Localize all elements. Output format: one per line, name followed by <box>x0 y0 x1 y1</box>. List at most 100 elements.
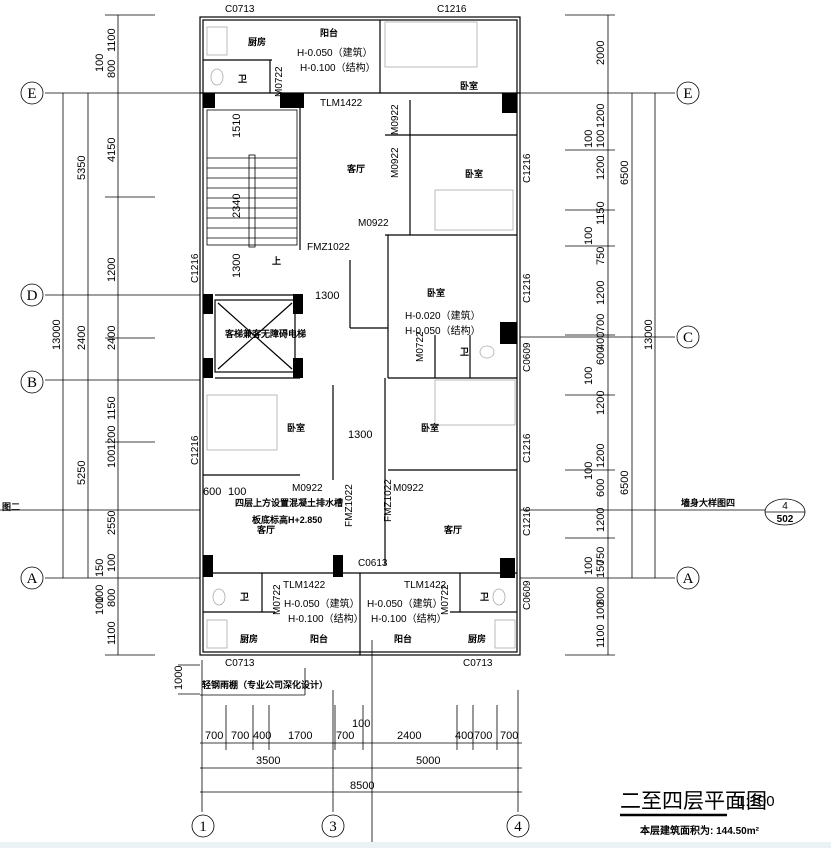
label-rooms-slab: 板底标高H+2.850 <box>252 514 322 525</box>
label-detail-ref-left-cut: 图二 <box>2 502 20 512</box>
rect-mark <box>206 109 298 246</box>
label-axes-c: C <box>683 330 693 346</box>
label-axes-e: E <box>683 86 692 102</box>
label-openings-c0713: C0713 <box>463 658 493 669</box>
circle-mark <box>20 283 44 307</box>
label-dims-right-mid-1: 6500 <box>619 471 631 495</box>
label-dims-left-mid-0: 5350 <box>76 156 88 180</box>
rect-mark <box>494 619 516 649</box>
rect-mark <box>248 154 256 248</box>
rect-mark <box>293 358 303 378</box>
label-rooms-living: 客厅 <box>256 524 275 535</box>
label-levels-h020-arch: H-0.020（建筑） <box>405 309 481 322</box>
label-axes-n1: 1 <box>199 819 207 835</box>
label-dims-left-inner-4: 1200 <box>106 258 118 282</box>
label-dims-right-inner-11: 600 <box>595 347 607 365</box>
label-detail-ref-label: 墙身大样图四 <box>681 497 735 508</box>
structural-columns <box>203 93 517 578</box>
label-openings-c1216: C1216 <box>522 506 533 536</box>
rect-mark <box>214 299 296 373</box>
label-dims-bottom-detail-1: 700 <box>231 730 249 742</box>
label-dims-left-inner-7: 100 <box>106 450 118 468</box>
label-rooms-bedroom: 卧室 <box>421 422 439 433</box>
label-dims-bottom-mid-0: 3500 <box>256 755 280 767</box>
label-dims-misc-2: 1300 <box>231 254 243 278</box>
label-openings-fmz1022: FMZ1022 <box>383 479 394 522</box>
walls <box>199 16 521 656</box>
detail-reference: 墙身大样图四 4 502 图二 <box>2 497 806 526</box>
label-rooms-canopy: 轻钢雨棚（专业公司深化设计） <box>202 679 328 690</box>
label-dims-bottom-detail-9: 700 <box>500 730 518 742</box>
label-rooms-wc: 卫 <box>240 592 249 602</box>
label-openings-c1216: C1216 <box>190 253 201 283</box>
label-dims-bottom-detail-0: 700 <box>205 730 223 742</box>
rect-mark <box>206 26 228 56</box>
label-dims-bottom-detail-5: 100 <box>352 718 370 730</box>
rect-mark <box>206 394 278 451</box>
label-openings-m0922: M0922 <box>393 483 424 494</box>
label-dims-right-inner-15: 100 <box>583 462 595 480</box>
rect-mark <box>280 93 304 108</box>
label-dims-left-inner-13: 800 <box>106 589 118 607</box>
rect-mark <box>434 379 516 426</box>
furniture <box>206 21 516 649</box>
label-dims-right-inner-6: 100 <box>583 227 595 245</box>
axis-C-right: C <box>676 325 700 349</box>
label-axes-b: B <box>27 375 37 391</box>
label-openings-m0922: M0922 <box>390 147 401 178</box>
bottom-dimensions: 700 700 400 1700 700 100 2400 400 700 70… <box>205 718 518 792</box>
label-dims-right-outer: 13000 <box>643 319 655 350</box>
circle-mark <box>676 566 700 590</box>
label-openings-c0609: C0609 <box>522 342 533 372</box>
rect-mark <box>384 21 478 68</box>
label-levels-h100-struct: H-0.100（结构） <box>300 61 376 74</box>
room-labels: 厨房 阳台 卧室 客厅 卧室 卧室 卧室 卧室 客厅 客厅 卫 卫 卫 卫 上 … <box>202 27 489 690</box>
rect-mark <box>434 189 514 231</box>
circle-mark <box>191 814 215 838</box>
label-dims-left-inner-1: 100 <box>94 54 106 72</box>
ellipse-mark <box>492 588 506 606</box>
label-openings-c1216: C1216 <box>522 153 533 183</box>
label-openings-m0722: M0722 <box>440 584 451 615</box>
label-openings-fmz1022: FMZ1022 <box>344 484 355 527</box>
label-openings-fmz1022: FMZ1022 <box>307 242 350 253</box>
label-dims-left-inner-3: 4150 <box>106 138 118 162</box>
label-dims-bottom-detail-3: 1700 <box>288 730 312 742</box>
label-levels-h100-struct: H-0.100（结构） <box>288 612 364 625</box>
axis-1: 1 <box>191 814 215 838</box>
label-openings-c1216: C1216 <box>522 273 533 303</box>
label-openings-c0609: C0609 <box>522 580 533 610</box>
drawing-title: 二至四层平面图 <box>620 790 767 813</box>
label-rooms-living: 客厅 <box>443 524 462 535</box>
label-levels-h050-arch: H-0.050（建筑） <box>297 46 373 59</box>
axis-E-right: E <box>676 81 700 105</box>
label-dims-misc-4: 1300 <box>348 429 372 441</box>
label-dims-right-inner-2: 100 <box>583 130 595 148</box>
interior-dimensions: 1510 2340 1300 1300 1300 600 100 1000 <box>173 114 372 690</box>
label-dims-right-inner-23: 1100 <box>595 624 607 648</box>
rect-mark <box>203 358 213 378</box>
rect-mark <box>206 619 228 649</box>
label-dims-right-inner-16: 600 <box>595 479 607 497</box>
label-openings-tlm1422: TLM1422 <box>404 580 447 591</box>
label-openings-c0713: C0713 <box>225 658 255 669</box>
label-axes-e: E <box>27 86 36 102</box>
label-openings-m0922: M0922 <box>390 104 401 135</box>
label-rooms-wc: 卫 <box>480 592 489 602</box>
label-rooms-kitchen: 厨房 <box>468 633 486 644</box>
axis-D-left: D <box>20 283 44 307</box>
rect-mark <box>500 322 517 344</box>
left-dimensions: 1100 100 800 4150 1200 2400 1150 100 120… <box>51 28 118 645</box>
label-dims-left-inner-15: 1100 <box>106 621 118 645</box>
label-levels-h050-arch: H-0.050（建筑） <box>284 597 360 610</box>
label-rooms-wc: 卫 <box>460 347 469 357</box>
level-marks: H-0.050（建筑） H-0.100（结构） H-0.020（建筑） H-0.… <box>284 46 481 625</box>
circle-mark <box>676 81 700 105</box>
label-dims-left-inner-9: 2550 <box>106 511 118 535</box>
ellipse-mark <box>210 68 224 86</box>
bottom-strip <box>0 842 831 848</box>
label-dims-left-inner-12: 100 <box>94 585 106 603</box>
label-dims-misc-7: 1000 <box>173 666 185 690</box>
label-dims-left-inner-14: 100 <box>94 597 106 615</box>
label-dims-right-mid-0: 6500 <box>619 161 631 185</box>
